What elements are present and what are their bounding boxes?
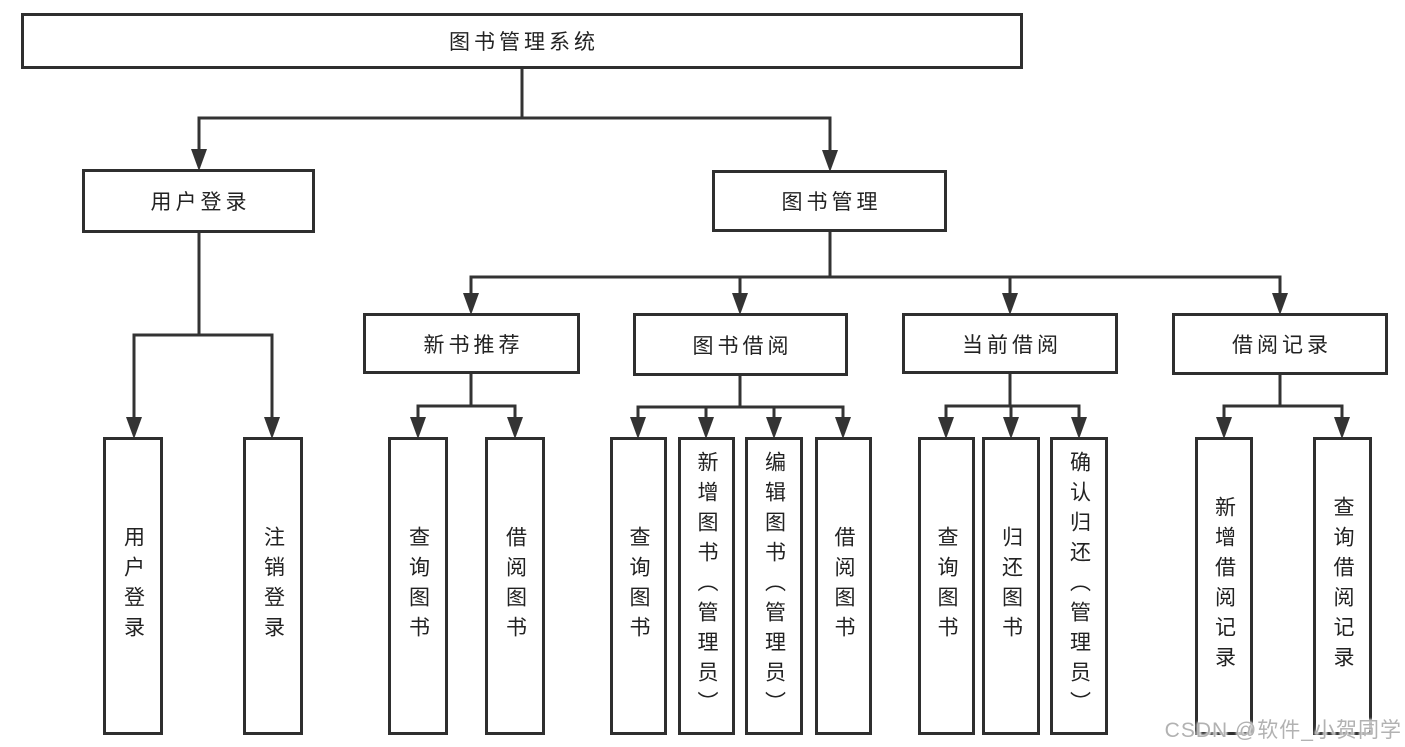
diagram-node-leaf-user-login: 用户登录 <box>103 437 163 735</box>
node-label: 用户登录 <box>121 526 145 646</box>
node-label: 查询图书 <box>406 526 430 646</box>
diagram-node-leaf-logout: 注销登录 <box>243 437 303 735</box>
node-label: 图书借阅 <box>692 334 793 358</box>
node-label: 新书推荐 <box>423 333 524 357</box>
diagram-node-leaf-edit-books-admin: 编辑图书（管理员） <box>745 437 803 735</box>
watermark: CSDN @软件_小贺同学 <box>1164 719 1402 742</box>
diagram-node-leaf-query-books-borrowing: 查询图书 <box>610 437 667 735</box>
diagram-node-new-book-recommend: 新书推荐 <box>363 313 580 374</box>
node-label: 新增借阅记录 <box>1212 496 1236 676</box>
node-label: 借阅记录 <box>1232 334 1332 357</box>
diagram-node-user-login: 用户登录 <box>82 169 315 233</box>
diagram-node-leaf-add-books-admin: 新增图书（管理员） <box>678 437 735 735</box>
diagram-node-leaf-return-books: 归还图书 <box>982 437 1040 735</box>
diagram-node-book-management: 图书管理 <box>712 170 947 232</box>
node-label: 编辑图书（管理员） <box>762 451 786 721</box>
diagram-node-borrowing-records: 借阅记录 <box>1172 313 1388 375</box>
node-label: 当前借阅 <box>962 333 1062 357</box>
node-label: 查询借阅记录 <box>1331 496 1354 676</box>
diagram-node-current-borrowing: 当前借阅 <box>902 313 1118 374</box>
diagram-node-leaf-confirm-return-admin: 确认归还（管理员） <box>1050 437 1108 735</box>
diagram-node-book-borrowing: 图书借阅 <box>633 313 848 376</box>
node-label: 新增图书（管理员） <box>695 451 718 721</box>
diagram-node-leaf-query-borrow-record: 查询借阅记录 <box>1313 437 1372 735</box>
node-label: 注销登录 <box>261 526 285 646</box>
diagram-node-leaf-borrow-books: 借阅图书 <box>815 437 872 735</box>
node-label: 归还图书 <box>999 526 1023 646</box>
node-label: 借阅图书 <box>832 526 855 646</box>
node-label: 用户登录 <box>150 191 251 214</box>
diagram-node-root: 图书管理系统 <box>21 13 1023 69</box>
node-label: 借阅图书 <box>503 526 527 646</box>
node-label: 查询图书 <box>935 526 958 646</box>
node-label: 图书管理系统 <box>449 31 599 54</box>
diagram-node-leaf-borrow-books-recommend: 借阅图书 <box>485 437 545 735</box>
diagram-node-leaf-query-books-current: 查询图书 <box>918 437 975 735</box>
diagram-node-leaf-add-borrow-record: 新增借阅记录 <box>1195 437 1253 735</box>
node-label: 图书管理 <box>781 191 882 214</box>
diagram-node-leaf-query-books-recommend: 查询图书 <box>388 437 448 735</box>
node-label: 查询图书 <box>627 526 650 646</box>
node-label: 确认归还（管理员） <box>1067 451 1091 721</box>
